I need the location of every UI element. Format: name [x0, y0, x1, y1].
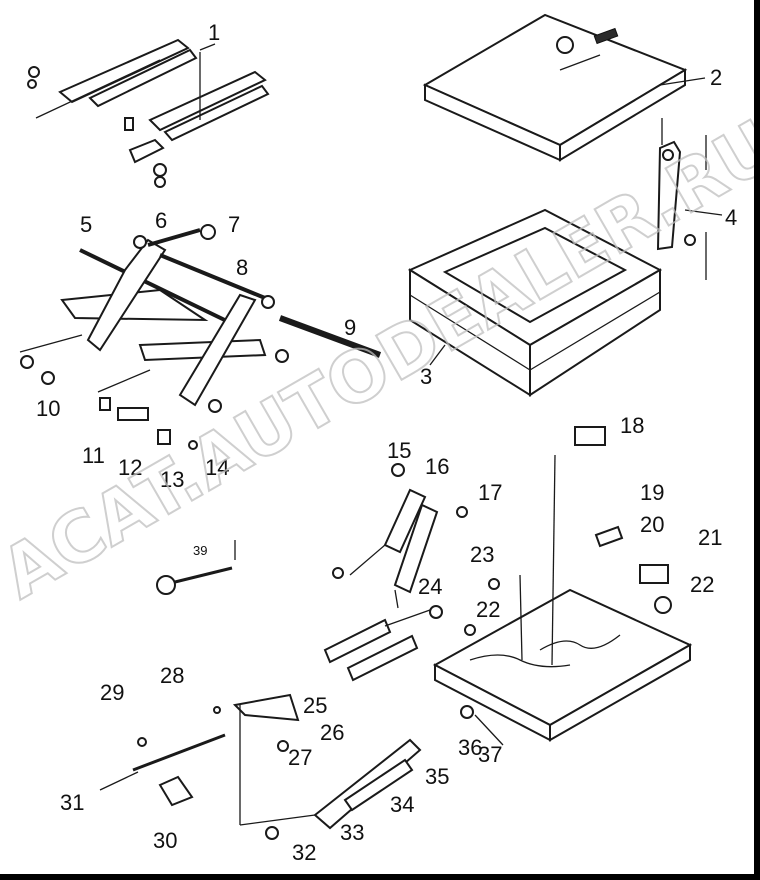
callout-1: 1 [208, 20, 220, 45]
callout-7: 7 [228, 212, 240, 237]
parts-28-31-lever [99, 706, 226, 807]
callout-22-left: 22 [476, 597, 500, 622]
callout-22-right: 22 [690, 572, 714, 597]
callout-15: 15 [387, 438, 411, 463]
callout-19: 19 [640, 480, 664, 505]
callout-18: 18 [620, 413, 644, 438]
parts-32-36-lower-rails [239, 705, 474, 840]
parts-15-17-gas-springs [332, 463, 468, 609]
callout-31: 31 [60, 790, 84, 815]
callout-10: 10 [36, 396, 60, 421]
callout-30: 30 [153, 828, 177, 853]
callout-36: 36 [458, 735, 482, 760]
callout-20: 20 [640, 512, 664, 537]
callout-11: 11 [82, 443, 105, 468]
callout-32: 32 [292, 840, 316, 865]
callout-21: 21 [698, 525, 722, 550]
callout-2: 2 [710, 65, 722, 90]
callout-3: 3 [420, 364, 432, 389]
callout-labels: 1 2 3 4 5 6 7 8 9 10 11 12 13 14 15 16 1… [36, 20, 737, 865]
callout-16: 16 [425, 454, 449, 479]
callout-26: 26 [320, 720, 344, 745]
callout-29: 29 [100, 680, 124, 705]
callout-25: 25 [303, 693, 327, 718]
part-37-base-plate [432, 426, 693, 746]
callout-12: 12 [118, 455, 142, 480]
callout-6: 6 [155, 208, 167, 233]
callout-34: 34 [390, 792, 414, 817]
callout-14: 14 [205, 455, 229, 480]
callout-27: 27 [288, 745, 312, 770]
callout-4: 4 [725, 205, 737, 230]
part-3-seat-cushion [407, 208, 663, 397]
callout-8: 8 [236, 255, 248, 280]
callout-37: 37 [478, 742, 502, 767]
callout-33: 33 [340, 820, 364, 845]
callout-24: 24 [418, 574, 442, 599]
callout-9: 9 [344, 315, 356, 340]
watermark: ACAT.AUTODEALER.RU [0, 104, 760, 615]
parts-24-27-springs [232, 605, 443, 825]
part-1-slide-rails [27, 38, 270, 188]
callout-28: 28 [160, 663, 184, 688]
callout-17: 17 [478, 480, 502, 505]
part-2-seat-top-plate [422, 13, 706, 162]
scissor-frame-assembly [19, 224, 382, 450]
part-39-bolt [156, 540, 236, 595]
part-4-link-arm [656, 118, 723, 280]
callout-23: 23 [470, 542, 494, 567]
callout-35: 35 [425, 764, 449, 789]
callout-5: 5 [80, 212, 92, 237]
callout-13: 13 [160, 467, 184, 492]
callout-39: 39 [193, 543, 207, 558]
